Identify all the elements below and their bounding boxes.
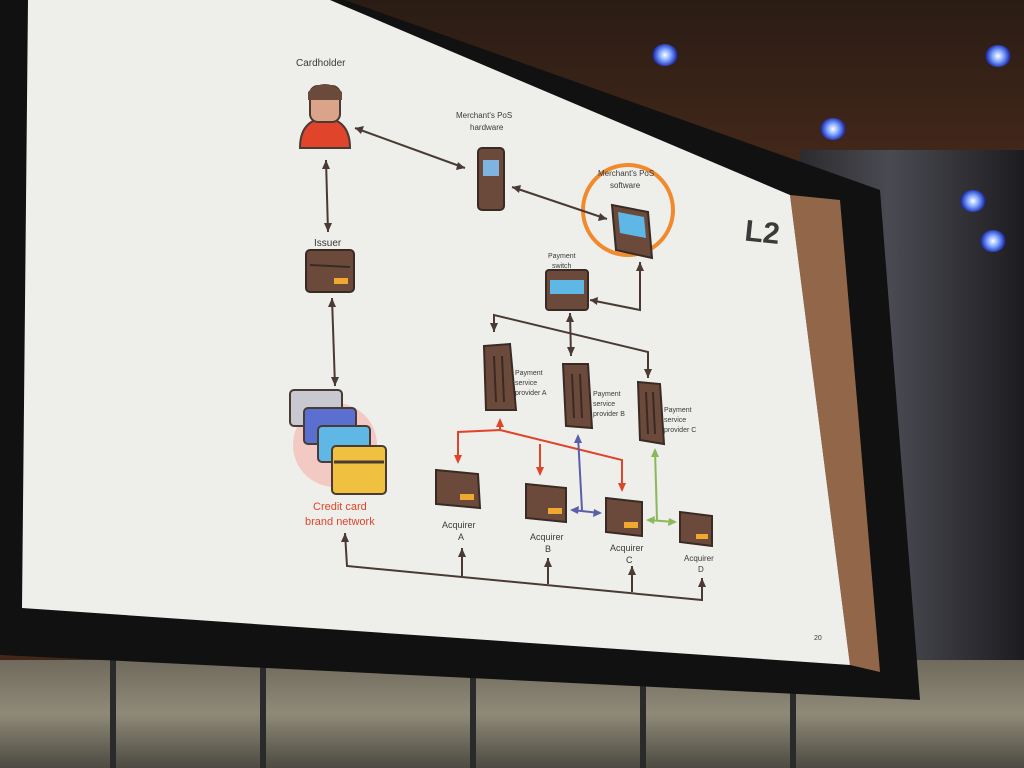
window-mullion: [790, 660, 796, 768]
psp-a-label: Payment: [515, 370, 543, 377]
acquirer-a-icon: [435, 468, 482, 510]
svg-text:L2: L2: [743, 215, 781, 251]
slide-page-number: 20: [814, 635, 822, 642]
acquirer-d-label: Acquirer: [684, 554, 714, 563]
pos-software-label: software: [610, 181, 641, 190]
psp-a-icon: [482, 342, 518, 411]
window-mullion: [260, 660, 266, 768]
window-mullion: [640, 660, 646, 768]
acquirer-c-icon: [605, 496, 643, 538]
psp-b-label: service: [593, 401, 615, 408]
acquirer-c-label: C: [626, 555, 633, 565]
cardholder-label: Cardholder: [296, 58, 346, 69]
stage-light: [960, 190, 986, 212]
acquirer-c-label: Acquirer: [610, 543, 644, 553]
stage-light: [820, 118, 846, 140]
pos-hardware-icon: [477, 147, 505, 211]
red-arrowheads: [454, 418, 626, 492]
psp-b-icon: [561, 363, 594, 430]
stage-light: [980, 230, 1006, 252]
acquirer-d-icon: [679, 510, 713, 548]
green-arrowheads: [646, 448, 677, 526]
payment-switch-label: switch: [552, 263, 572, 270]
l2-logo: L2: [743, 215, 781, 251]
brand-network-label: Credit card: [313, 501, 367, 513]
psp-c-label: Payment: [664, 407, 692, 414]
psp-b-label: Payment: [593, 391, 621, 398]
dark-arrowheads: [322, 126, 706, 587]
psp-a-label: provider A: [515, 390, 547, 397]
acquirer-b-icon: [525, 482, 567, 524]
blue-arrowheads: [570, 434, 602, 517]
slide-surface: [22, 0, 850, 665]
window-mullion: [110, 660, 116, 768]
issuer-icon: [305, 249, 355, 293]
acquirer-b-label: B: [545, 544, 551, 554]
issuer-label: Issuer: [314, 238, 342, 249]
acquirer-a-label: Acquirer: [442, 520, 476, 530]
payment-switch-label: Payment: [548, 253, 576, 260]
pos-software-icon: [610, 203, 654, 260]
acquirer-d-label: D: [698, 565, 704, 574]
acquirer-a-label: A: [458, 532, 464, 542]
slide-edge-glow: [790, 195, 880, 672]
credit-card-stack-icon: [289, 389, 387, 495]
stage-light: [652, 44, 678, 66]
psp-c-label: service: [664, 417, 686, 424]
payment-switch-icon: [545, 269, 589, 311]
window-mullion: [470, 660, 476, 768]
brand-network-label: brand network: [305, 516, 375, 528]
pos-hardware-label: Merchant's PoS: [456, 111, 512, 120]
psp-c-label: provider C: [664, 427, 696, 434]
pos-software-label: Merchant's PoS: [598, 169, 654, 178]
stage-light: [985, 45, 1011, 67]
psp-b-label: provider B: [593, 411, 625, 418]
acquirer-b-label: Acquirer: [530, 532, 564, 542]
psp-a-label: service: [515, 380, 537, 387]
cardholder-icon: [298, 84, 352, 149]
psp-c-icon: [636, 380, 666, 446]
pos-hardware-label: hardware: [470, 123, 504, 132]
